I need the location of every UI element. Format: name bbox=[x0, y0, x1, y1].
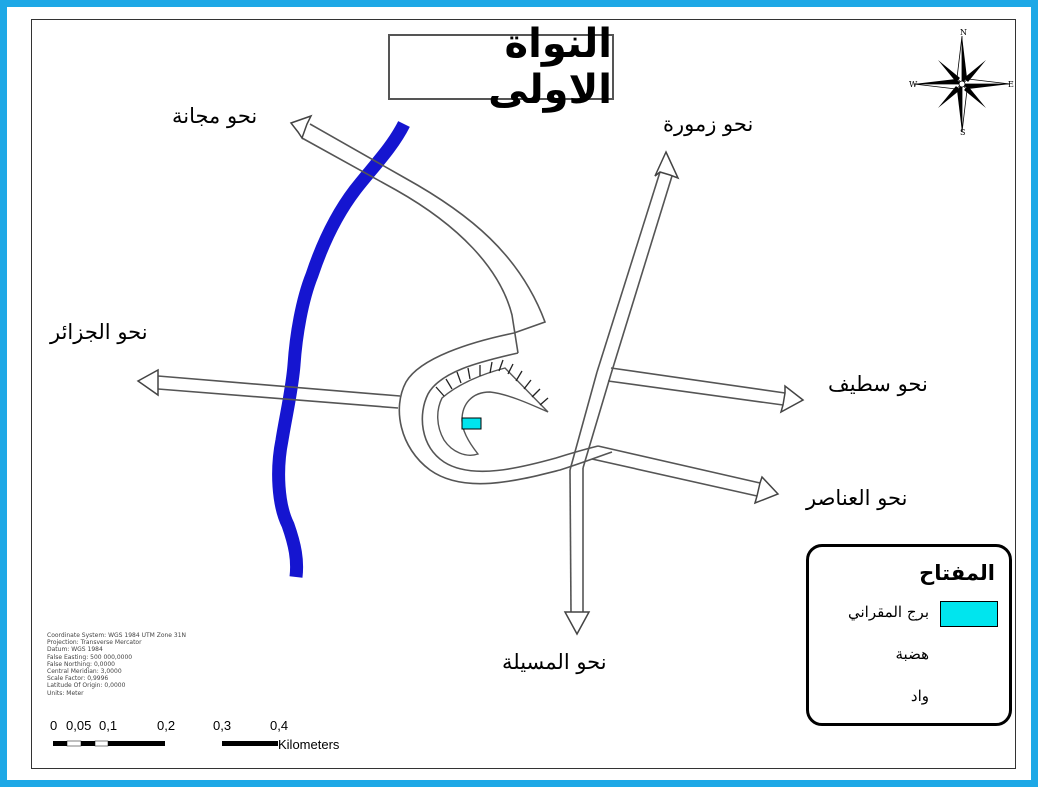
road-algiers-bottom bbox=[157, 388, 399, 409]
road-zemmoura-left bbox=[596, 171, 661, 373]
road-zemmoura-right bbox=[610, 175, 673, 375]
label-toward-zemmoura: نحو زمورة bbox=[663, 112, 754, 136]
legend-plateau-label: هضبة bbox=[895, 645, 930, 663]
label-toward-algiers: نحو الجزائر bbox=[50, 320, 148, 344]
arrow-zemmoura-icon bbox=[654, 150, 680, 180]
arrow-msila-icon bbox=[563, 611, 591, 636]
compass-west: W bbox=[909, 80, 918, 89]
plateau-hachures bbox=[435, 359, 549, 406]
arrow-heads bbox=[136, 114, 805, 636]
label-toward-mejana: نحو مجانة bbox=[172, 104, 258, 128]
road-setif-bottom bbox=[607, 380, 784, 406]
road-inner-diagonal bbox=[569, 371, 598, 471]
road-algiers-top bbox=[157, 375, 401, 397]
metadata-line: Coordinate System: WGS 1984 UTM Zone 31N bbox=[47, 632, 187, 639]
projection-metadata: Coordinate System: WGS 1984 UTM Zone 31N… bbox=[47, 632, 257, 697]
road-ring-inner bbox=[421, 352, 599, 473]
label-toward-anasser: نحو العناصر bbox=[806, 486, 908, 510]
legend-title: المفتاح bbox=[919, 561, 995, 585]
river bbox=[272, 120, 410, 578]
metadata-line: Units: Meter bbox=[47, 689, 84, 697]
scale-tick-label: 0,4 bbox=[270, 718, 289, 733]
road-mejana-inner bbox=[301, 137, 519, 354]
mokrani-tower bbox=[461, 417, 482, 430]
map-title: النواة الاولى bbox=[388, 21, 614, 113]
metadata-line: False Northing: 0,0000 bbox=[47, 660, 115, 668]
scale-unit-label: Kilometers bbox=[278, 737, 340, 752]
road-setif-top bbox=[610, 367, 786, 394]
road-anasser-bottom bbox=[591, 458, 758, 497]
scale-tick-label: 0,1 bbox=[99, 718, 118, 733]
arrow-mejana-icon bbox=[289, 114, 313, 140]
legend-river-label: واد bbox=[910, 687, 929, 705]
metadata-line: Scale Factor: 0,9996 bbox=[47, 675, 109, 683]
compass-south: S bbox=[960, 128, 966, 137]
road-anasser-top bbox=[597, 445, 761, 484]
road-inner-diagonal-2 bbox=[582, 373, 612, 469]
compass-east: E bbox=[1008, 80, 1014, 89]
arrow-anasser-icon bbox=[753, 475, 780, 505]
metadata-line: False Easting: 500 000,0000 bbox=[47, 653, 133, 661]
road-mejana-outer bbox=[309, 123, 547, 334]
road-network bbox=[157, 123, 786, 613]
label-toward-msila: نحو المسيلة bbox=[502, 650, 607, 674]
metadata-line: Projection: Transverse Mercator bbox=[47, 639, 142, 647]
compass-rose-icon bbox=[913, 35, 1011, 133]
road-msila-left bbox=[569, 469, 572, 613]
legend-tower-swatch bbox=[940, 601, 998, 627]
plateau-outline bbox=[437, 367, 549, 456]
scale-tick-label: 0,3 bbox=[213, 718, 232, 733]
arrow-setif-icon bbox=[779, 384, 805, 414]
metadata-line: Latitude Of Origin: 0,0000 bbox=[47, 682, 126, 690]
compass-north: N bbox=[960, 28, 967, 37]
legend-box: المفتاح برج المقراني هضبة واد bbox=[806, 544, 1012, 726]
road-ring-outer bbox=[398, 332, 613, 485]
metadata-line: Datum: WGS 1984 bbox=[47, 646, 103, 654]
scale-bar bbox=[53, 740, 278, 747]
scale-tick-label: 0,2 bbox=[157, 718, 176, 733]
scale-tick-label: 0 bbox=[50, 718, 58, 733]
arrow-algiers-icon bbox=[136, 368, 159, 397]
label-toward-setif: نحو سطيف bbox=[828, 372, 928, 396]
metadata-line: Central Meridian: 3,0000 bbox=[47, 668, 122, 676]
scale-tick-label: 0,05 bbox=[66, 718, 92, 733]
legend-tower-label: برج المقراني bbox=[847, 603, 929, 621]
